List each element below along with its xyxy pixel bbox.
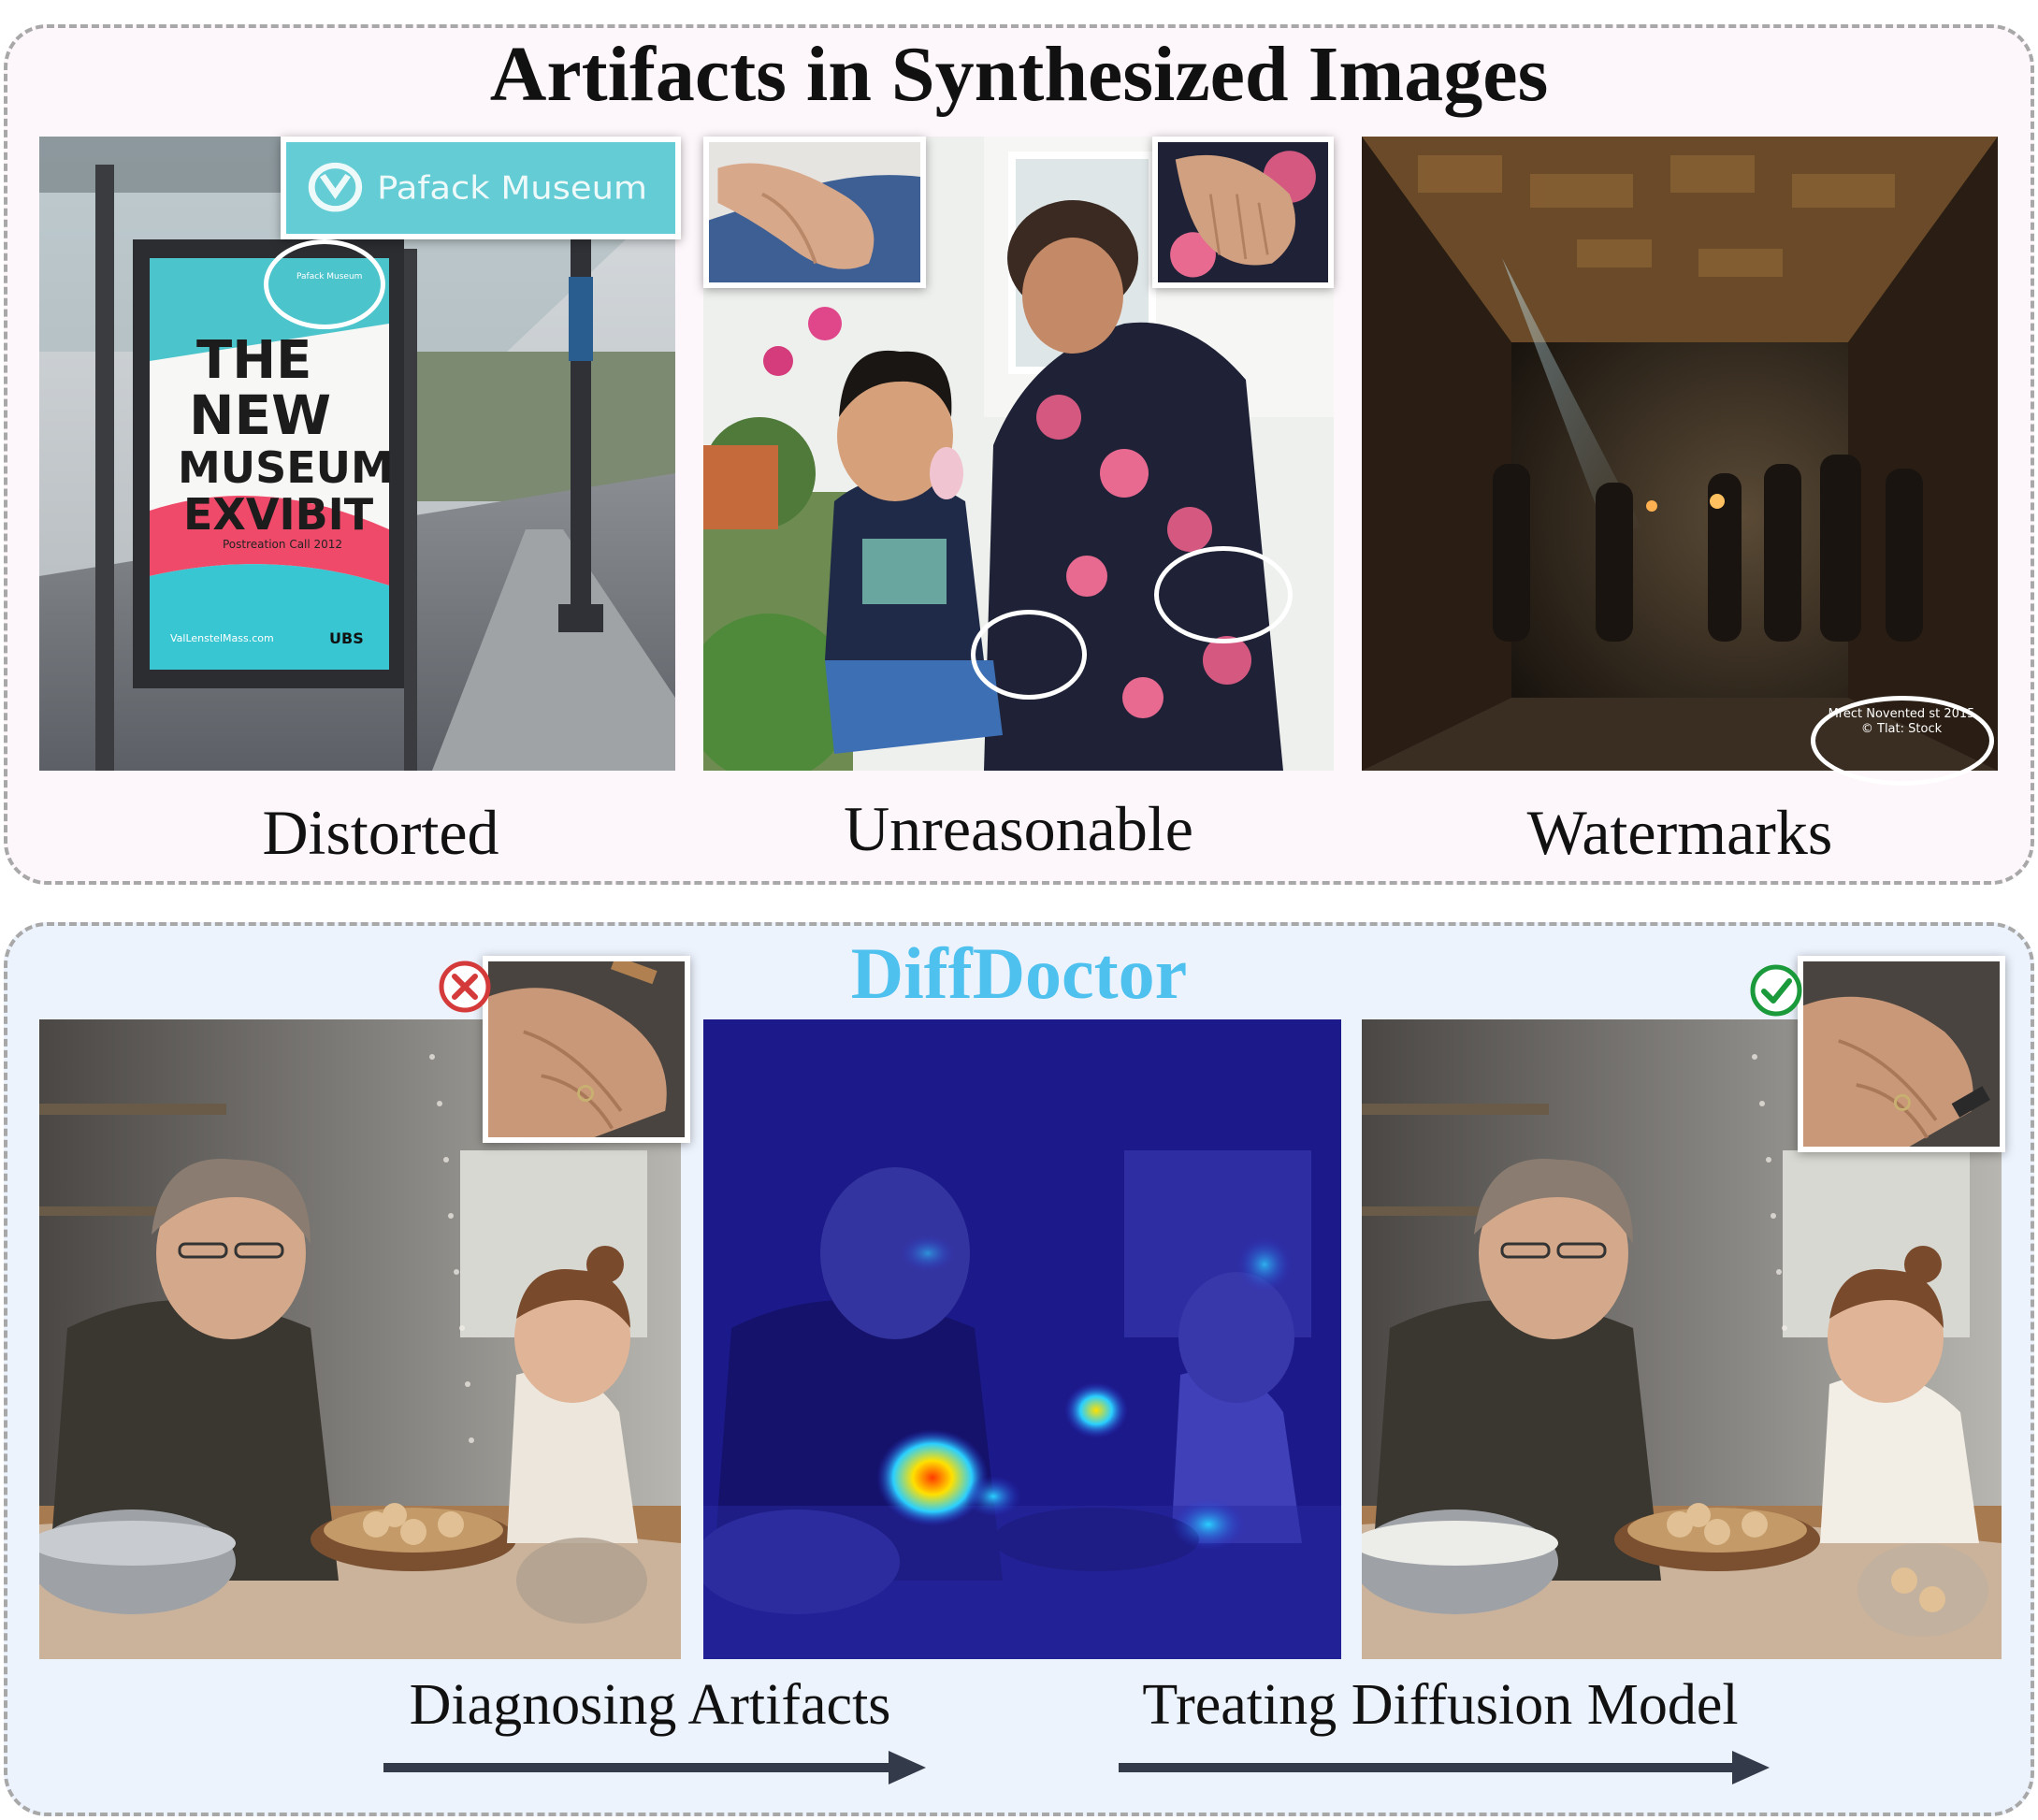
artifact-heatmap-image: [703, 1019, 1341, 1659]
poster-line-1: THE: [196, 330, 311, 391]
artifacts-title: Artifacts in Synthesized Images: [489, 31, 1549, 118]
caption-unreasonable: Unreasonable: [844, 793, 1193, 864]
tomb-explorers-image: [1362, 137, 1998, 771]
sign-zoom-inset: Pafack Museum: [281, 137, 681, 239]
poster-subline: Postreation Call 2012: [223, 538, 342, 551]
watermark-highlight-ring: [1811, 696, 1994, 786]
diffdoctor-title: DiffDoctor: [850, 932, 1188, 1014]
poster-footer-left: ValLenstelMass.com: [170, 632, 274, 644]
distorted-highlight-ring: [264, 239, 385, 329]
cross-icon: [439, 961, 491, 1013]
poster-footer-right: UBS: [329, 629, 364, 647]
label-treating: Treating Diffusion Model: [1142, 1673, 1739, 1737]
caption-distorted: Distorted: [262, 797, 499, 868]
check-icon: [1750, 964, 1802, 1017]
treating-arrow: [1119, 1749, 1770, 1786]
diagnosing-arrow: [383, 1749, 926, 1786]
unreasonable-ring-boy-hand: [971, 610, 1087, 700]
poster-line-2: NEW: [189, 383, 331, 447]
hand-zoom-before-inset: [483, 956, 690, 1143]
hand-zoom-inset-right: [1152, 137, 1334, 288]
unreasonable-ring-woman-hand: [1154, 546, 1293, 643]
caption-watermarks: Watermarks: [1526, 797, 1833, 868]
label-diagnosing: Diagnosing Artifacts: [409, 1673, 891, 1737]
hand-zoom-after-inset: [1798, 956, 2005, 1152]
poster-line-4: EXVIBIT: [183, 489, 374, 540]
poster-line-3: MUSEUM: [178, 442, 394, 493]
sign-zoom-text: Pafack Museum: [377, 170, 647, 207]
hand-zoom-inset-left: [703, 137, 926, 288]
